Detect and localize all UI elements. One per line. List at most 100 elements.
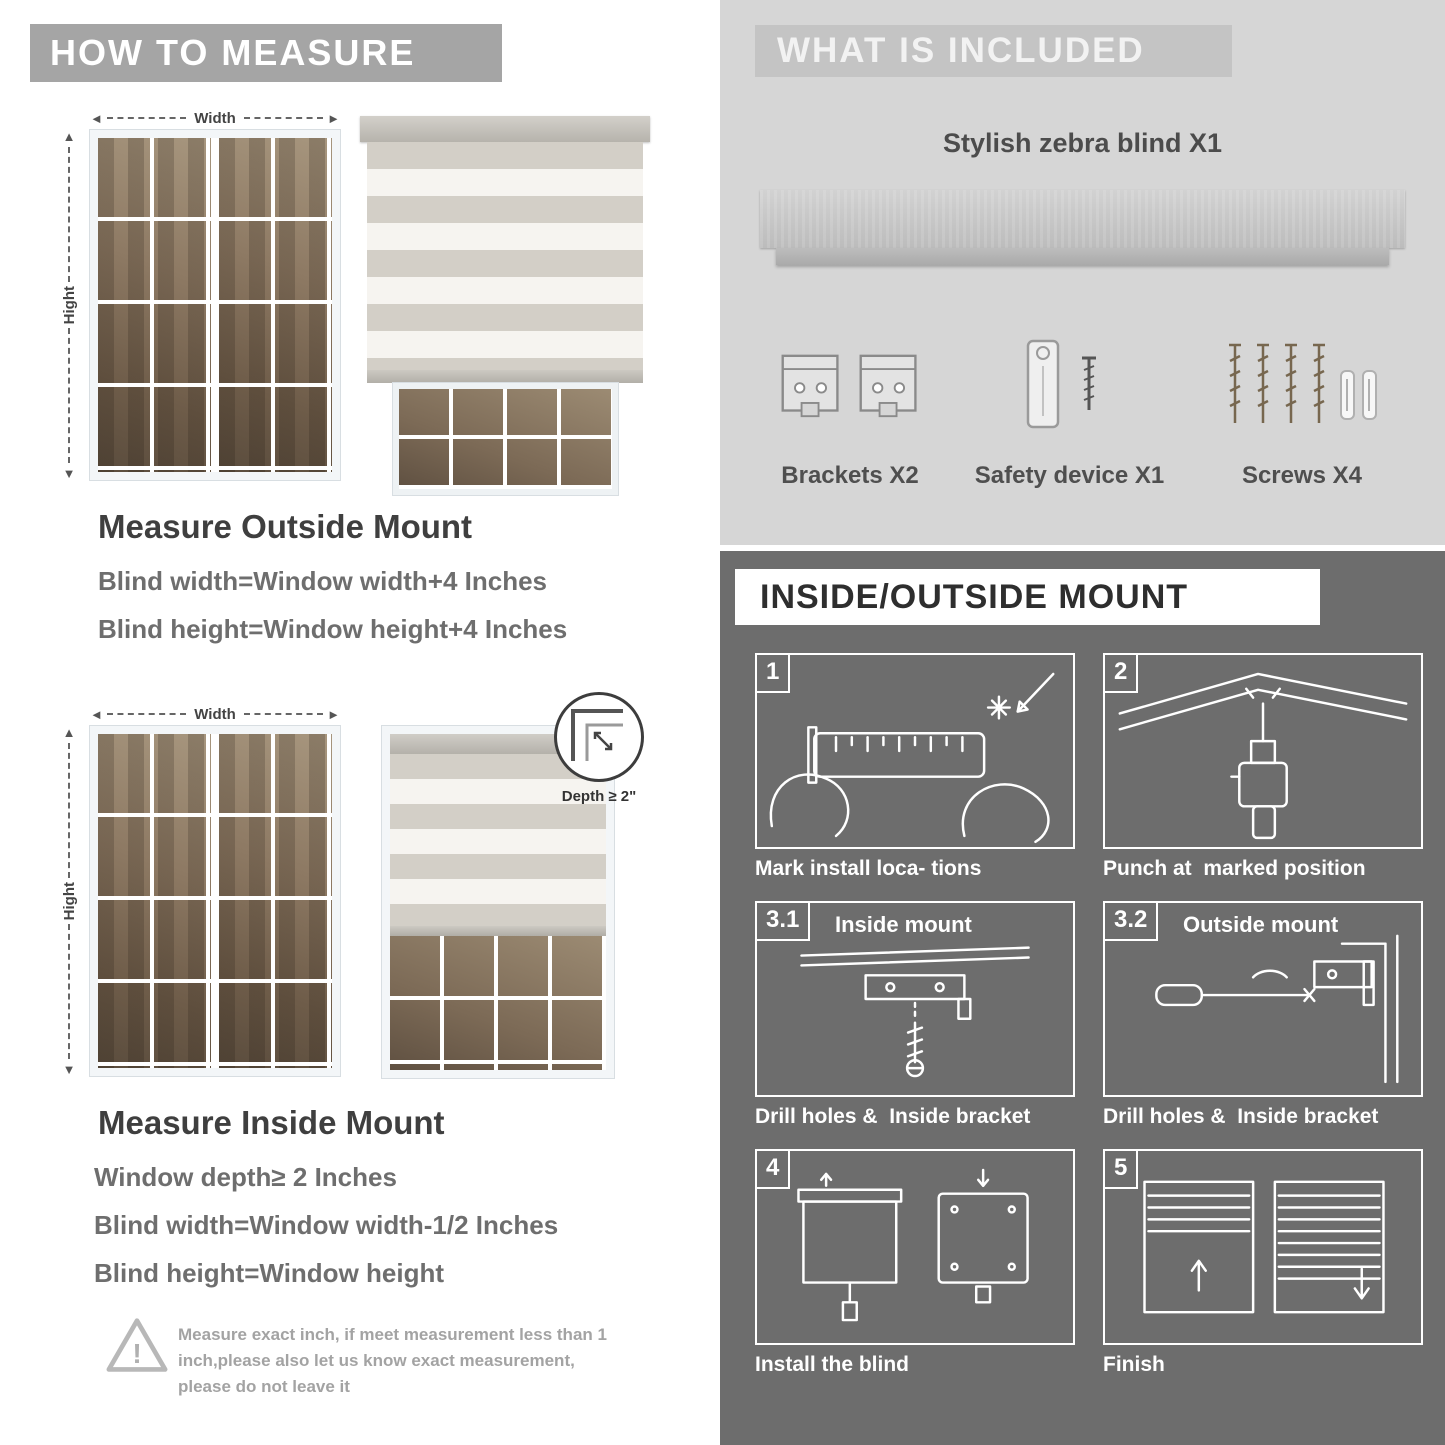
install-blind-illustration (797, 1168, 1029, 1322)
step-3-2-panel: 3.2 Outside mount (1103, 901, 1423, 1097)
mount-banner: INSIDE/OUTSIDE MOUNT (735, 569, 1320, 625)
outside-mount-formulas: Blind width=Window width+4 Inches Blind … (98, 562, 567, 658)
arrow-up-icon: ▲ (62, 129, 76, 144)
mount-step-2: 2 Punch at marked position (1103, 653, 1423, 881)
screws-icon (1228, 343, 1377, 423)
arrow-down-icon: ▼ (62, 1062, 76, 1078)
dashed-line (68, 147, 70, 282)
window-below-blind (390, 936, 606, 1070)
finished-blinds-illustration (1143, 1180, 1385, 1314)
step-number: 2 (1105, 655, 1139, 693)
formula-line: Window depth≥ 2 Inches (94, 1162, 397, 1192)
frame-corner-icon (571, 709, 623, 761)
step-1-panel: 1 (755, 653, 1075, 849)
zebra-fabric (390, 754, 606, 926)
step-4-panel: 4 (755, 1149, 1075, 1345)
dashed-line (68, 924, 70, 1060)
what-is-included-banner: WHAT IS INCLUDED (755, 25, 1232, 77)
step-number: 3.2 (1105, 903, 1159, 941)
measurement-note: Measure exact inch, if meet measurement … (178, 1325, 607, 1396)
mount-step-3-2: 3.2 Outside mount Dri (1103, 901, 1423, 1129)
blind-bottom-rail (367, 370, 643, 383)
brackets-label: Brackets X2 (781, 462, 919, 489)
outside-window-figure: ◄ Width ► ▲ Hight ▼ (56, 106, 341, 481)
blind-headrail-illustration (760, 190, 1405, 248)
inside-blind-figure: Depth ≥ 2" (382, 692, 644, 1078)
safety-device-part: Safety device X1 (975, 320, 1164, 490)
window-below-blind (392, 383, 618, 495)
zebra-fabric (367, 142, 643, 370)
step-caption: Install the blind (755, 1353, 910, 1376)
step-3-1-panel: 3.1 Inside mount (755, 901, 1075, 1097)
height-arrow: ▲ Hight ▼ (56, 130, 82, 480)
exclamation-mark: ! (132, 1338, 141, 1369)
inside-window-figure: ◄ Width ► ▲ Hight ▼ (56, 702, 341, 1077)
step-caption: Drill holes & Inside bracket (755, 1105, 1031, 1128)
inside-mount-heading: Measure Inside Mount (98, 1104, 445, 1141)
mount-step-5: 5 Fin (1103, 1149, 1423, 1377)
arrow-left-icon: ◄ (90, 706, 103, 722)
warning-triangle-icon: ! (104, 1316, 170, 1381)
mount-steps-grid: 1 (755, 653, 1423, 1377)
dashed-line (106, 713, 187, 715)
formula-line: Blind height=Window height+4 Inches (98, 614, 568, 644)
formula-line: Blind width=Window width+4 Inches (98, 566, 547, 596)
screws-label: Screws X4 (1241, 462, 1363, 489)
mount-step-4: 4 Install the blind (755, 1149, 1075, 1377)
step-number: 1 (757, 655, 791, 693)
inside-mount-formulas: Window depth≥ 2 Inches Blind width=Windo… (94, 1158, 558, 1302)
window-sash (98, 138, 211, 472)
screws-part: Screws X4 (1217, 320, 1387, 490)
drill-illustration (1118, 672, 1408, 840)
brackets-part: Brackets X2 (778, 320, 922, 490)
width-label: Width (194, 109, 236, 127)
depth-label: Depth ≥ 2" (561, 788, 637, 805)
step-number: 4 (757, 1151, 791, 1189)
height-arrow: ▲ Hight ▼ (56, 726, 82, 1076)
arrow-left-icon: ◄ (90, 110, 103, 126)
step-caption: Finish (1103, 1353, 1165, 1376)
window-sash (219, 138, 332, 472)
window-sash (98, 734, 211, 1068)
step-number: 3.1 (757, 903, 811, 941)
dashed-line (68, 743, 70, 878)
dashed-line (106, 117, 187, 119)
height-label: Hight (60, 881, 78, 921)
safety-device-label: Safety device X1 (974, 462, 1165, 489)
mount-instructions-section: INSIDE/OUTSIDE MOUNT 1 (720, 551, 1445, 1445)
step-number: 5 (1105, 1151, 1139, 1189)
step-caption: Mark install loca- tions (755, 857, 982, 880)
included-parts-row: Brackets X2 Safety d (720, 320, 1445, 490)
width-label: Width (194, 705, 236, 723)
window-drawing (90, 726, 340, 1076)
inside-bracket-illustration (800, 946, 1030, 1078)
arrow-right-icon: ► (327, 110, 341, 126)
outside-bracket-illustration (1155, 934, 1399, 1084)
what-is-included-section: WHAT IS INCLUDED Stylish zebra blind X1 (720, 0, 1445, 545)
arrow-down-icon: ▼ (62, 466, 76, 482)
height-label: Hight (60, 285, 78, 325)
step-caption: Punch at marked position (1103, 857, 1366, 880)
bracket-icon (781, 354, 839, 418)
width-arrow: ◄ Width ► (90, 702, 340, 726)
blind-cassette (360, 116, 650, 142)
mount-step-3-1: 3.1 Inside mount Dril (755, 901, 1075, 1129)
window-sash (219, 734, 332, 1068)
step-title: Inside mount (835, 912, 972, 937)
blind-bottom-rail (390, 926, 606, 936)
mount-step-1: 1 (755, 653, 1075, 881)
arrow-right-icon: ► (327, 706, 341, 722)
width-arrow: ◄ Width ► (90, 106, 340, 130)
blind-headrail-lip (776, 248, 1389, 265)
safety-device-icon (1027, 339, 1097, 429)
outside-blind-figure (360, 116, 650, 495)
measure-and-mark-illustration (769, 672, 1055, 844)
bracket-icon (859, 354, 917, 418)
step-5-panel: 5 (1103, 1149, 1423, 1345)
how-to-measure-banner: HOW TO MEASURE (30, 24, 502, 82)
zebra-blind-label: Stylish zebra blind X1 (942, 128, 1223, 158)
formula-line: Blind height=Window height (94, 1258, 444, 1288)
dashed-line (243, 713, 324, 715)
depth-callout-circle (554, 692, 644, 782)
blind-cassette (390, 734, 606, 754)
